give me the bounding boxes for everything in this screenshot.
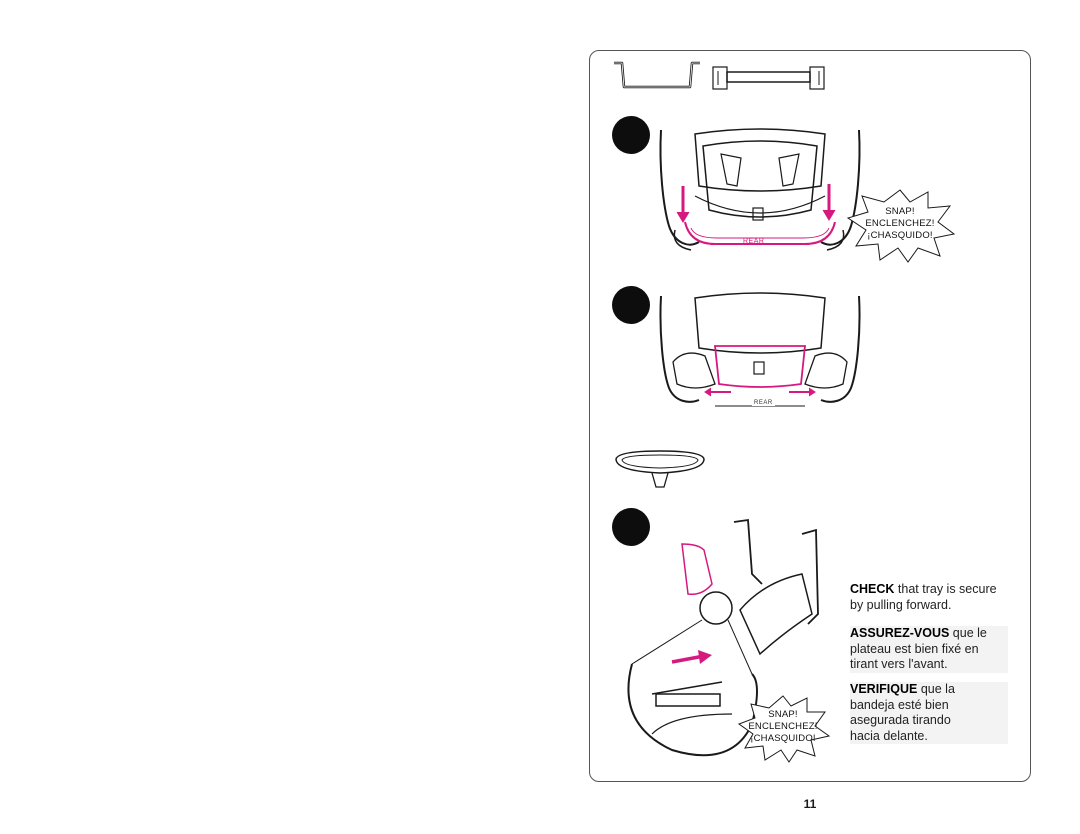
- step-2-seat-illustration: [659, 292, 861, 407]
- step-3-seat-illustration: [627, 518, 819, 757]
- step-1-rear-label: REAR: [743, 238, 765, 245]
- instruction-fr-line1: que le: [949, 626, 987, 640]
- instruction-fr: ASSUREZ-VOUS que le plateau est bien fix…: [850, 626, 1008, 673]
- step-3-marker: [612, 508, 650, 546]
- instruction-es-line2: bandeja esté bien: [850, 697, 949, 712]
- page-number: 11: [803, 797, 817, 811]
- instruction-es-line1: que la: [917, 682, 955, 696]
- step-1-seat-illustration: [659, 128, 861, 251]
- step-3-snap-text: SNAP! ENCLENCHEZ! ¡CHASQUIDO!: [748, 709, 818, 744]
- tray-part-illustration: [615, 450, 705, 488]
- instruction-es: VERIFIQUE que la bandeja esté bien asegu…: [850, 682, 1008, 744]
- instruction-en-line1: that tray is secure: [894, 582, 997, 596]
- tray-crossbar-part-illustration: [712, 66, 825, 90]
- step-1-snap-text: SNAP! ENCLENCHEZ! ¡CHASQUIDO!: [865, 206, 935, 241]
- instruction-fr-lead: ASSUREZ-VOUS: [850, 626, 950, 640]
- instruction-en: CHECK that tray is secure by pulling for…: [850, 582, 1010, 613]
- instruction-en-lead: CHECK: [850, 582, 895, 596]
- instruction-es-line4: hacia delante.: [850, 728, 928, 743]
- instruction-en-line2: by pulling forward.: [850, 597, 952, 612]
- step-2-rear-label: REAR: [752, 400, 775, 406]
- tray-bracket-part-illustration: [614, 61, 700, 89]
- instruction-es-line3: asegurada tirando: [850, 713, 951, 727]
- instruction-fr-line2: plateau est bien fixé en: [850, 641, 979, 656]
- step-3-snap-burst-icon: [737, 695, 831, 763]
- instruction-panel: [589, 50, 1031, 782]
- step-1-snap-burst-icon: [846, 189, 956, 263]
- step-2-marker: [612, 286, 650, 324]
- step-1-marker: [612, 116, 650, 154]
- instruction-fr-line3: tirant vers l'avant.: [850, 657, 948, 671]
- instruction-es-lead: VERIFIQUE: [850, 682, 918, 696]
